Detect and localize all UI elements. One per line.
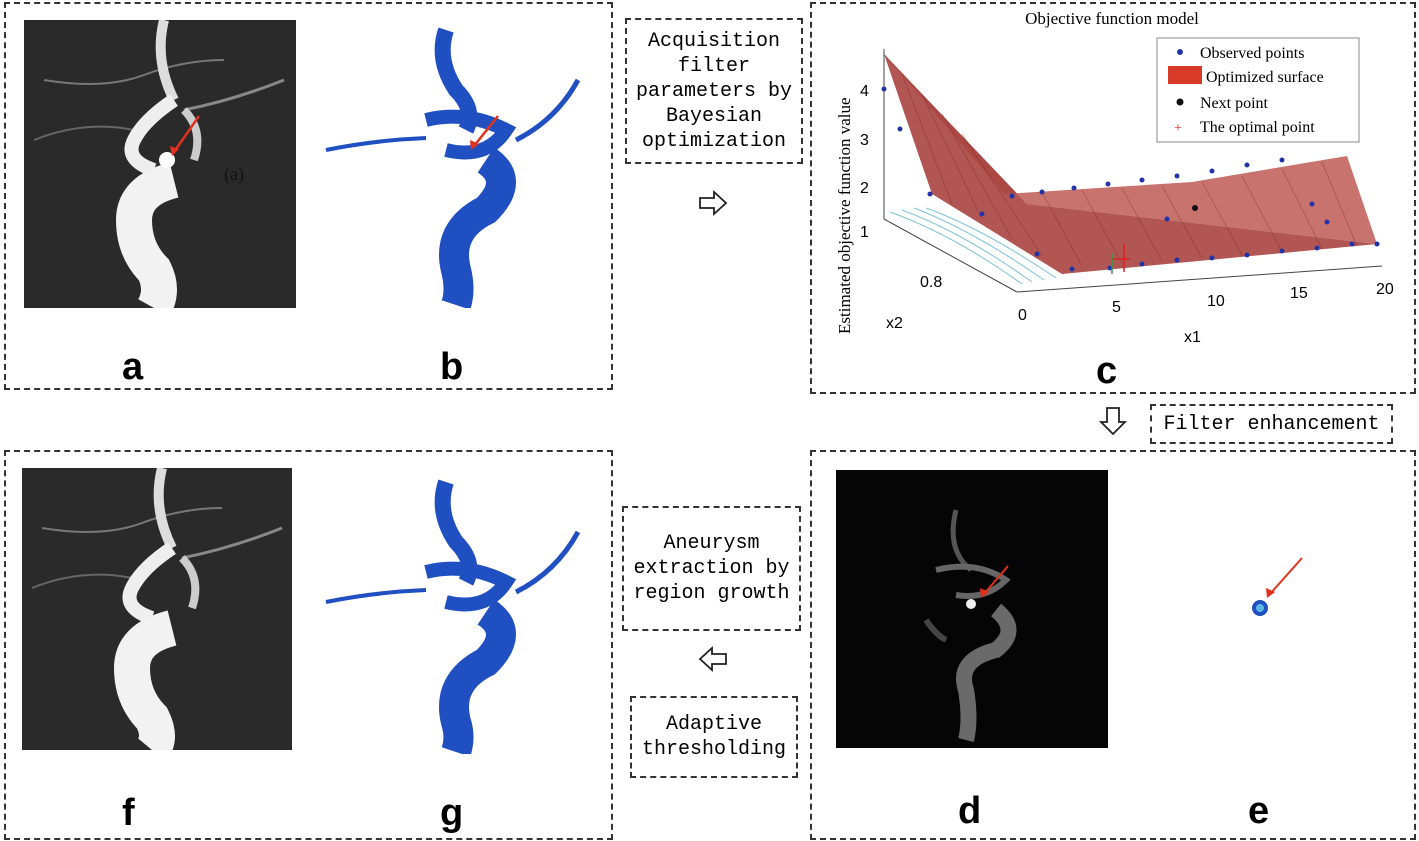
- panel-fg: f g: [4, 450, 613, 840]
- x-axis-label: x1: [1184, 329, 1201, 346]
- x-tick: 10: [1207, 293, 1225, 310]
- y-tick: 0.8: [920, 274, 942, 291]
- panel-ab: (a) a b: [4, 2, 613, 390]
- panel-label-b: b: [440, 346, 464, 388]
- vessel-render-b: [325, 27, 581, 308]
- x-tick: 5: [1112, 299, 1121, 316]
- x-tick: 0: [1018, 307, 1027, 324]
- legend-optimal: The optimal point: [1200, 119, 1315, 136]
- objective-function-plot: Objective function model Estimated objec…: [835, 9, 1394, 346]
- legend-next: Next point: [1200, 95, 1269, 112]
- panel-label-d: d: [958, 790, 982, 832]
- z-tick: 4: [860, 83, 869, 100]
- z-tick: 2: [860, 180, 869, 197]
- legend-observed: Observed points: [1200, 45, 1304, 62]
- legend-surface: Optimized surface: [1206, 69, 1324, 86]
- plot-title: Objective function model: [1025, 9, 1199, 28]
- y-axis-label: x2: [886, 315, 903, 332]
- panel-label-f: f: [122, 792, 135, 834]
- panel-label-c: c: [1096, 350, 1118, 392]
- panel-label-a: a: [122, 346, 144, 388]
- x-tick: 15: [1290, 285, 1308, 302]
- step-aneurysm-extraction: Aneurysm extraction by region growth: [622, 506, 801, 631]
- svg-text:+: +: [1174, 121, 1182, 136]
- panel-label-e: e: [1248, 790, 1270, 832]
- step-adaptive-thresholding: Adaptive thresholding: [630, 696, 798, 778]
- arrow-left-icon: [698, 646, 727, 672]
- panel-de: d e: [810, 450, 1416, 840]
- filtered-image-d: [836, 470, 1108, 748]
- z-tick: 3: [860, 132, 869, 149]
- plot-zlabel: Estimated objective function value: [835, 97, 854, 334]
- plot-legend: Observed points Optimized surface Next p…: [1156, 37, 1360, 143]
- panel-label-g: g: [440, 792, 464, 834]
- z-tick: 1: [860, 224, 869, 241]
- aneurysm-extracted-e: [1252, 557, 1303, 616]
- arrow-down-icon: [1099, 407, 1127, 436]
- arrow-right-icon: [699, 190, 728, 216]
- vessel-render-g: [325, 479, 581, 754]
- panel-c: Objective function model Estimated objec…: [810, 2, 1416, 394]
- annotation-a: (a): [224, 164, 244, 185]
- angiogram-image-a: (a): [24, 20, 296, 308]
- x-tick: 20: [1376, 281, 1394, 298]
- angiogram-image-f: [22, 468, 292, 750]
- step-filter-enhancement: Filter enhancement: [1150, 404, 1393, 444]
- step-acquisition: Acquisition filter parameters by Bayesia…: [625, 18, 803, 164]
